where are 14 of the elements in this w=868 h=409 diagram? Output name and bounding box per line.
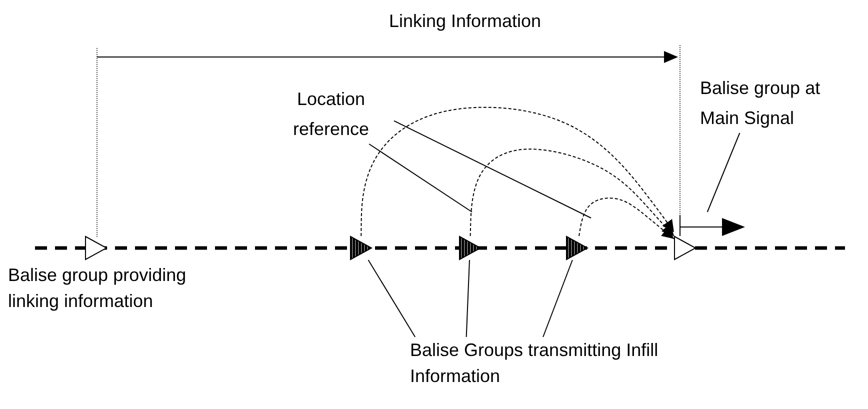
leader-line [706,132,740,212]
leader-line [466,260,470,338]
annotation-text: Balise group providing linking information [8,262,188,314]
leader-line [394,120,592,218]
annotation-text: Location reference [268,84,394,144]
leader-line [368,260,416,338]
annotation-text: Balise Groups transmitting Infill Information [410,337,675,389]
leader-line [368,144,472,212]
dimension-label: Linking Information [388,10,542,33]
annotation-text: Balise group at Main Signal [700,73,860,133]
leader-line [542,260,573,338]
curved-arrow [360,106,674,236]
curved-arrow [470,148,674,237]
curved-arrow [578,198,674,240]
